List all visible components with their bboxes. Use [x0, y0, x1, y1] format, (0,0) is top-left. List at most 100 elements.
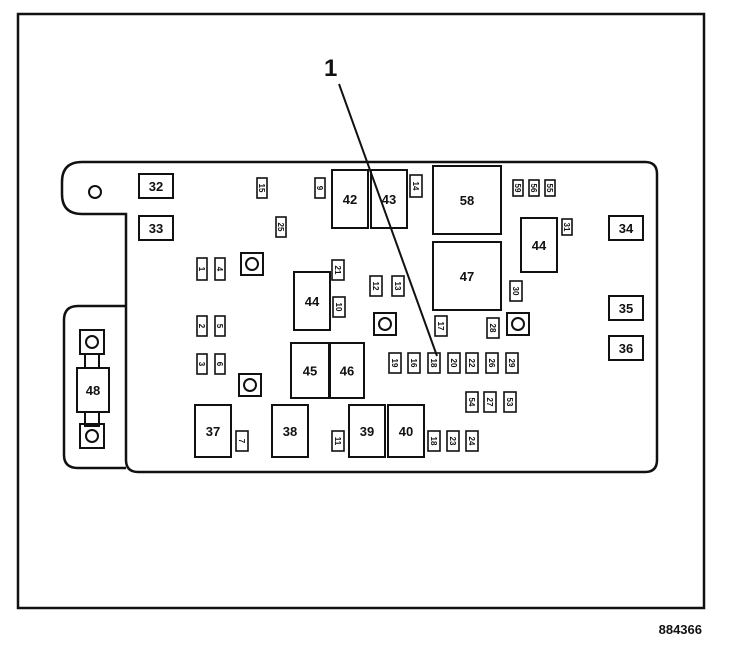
component-box	[432, 241, 502, 311]
fuse-23: 23	[446, 430, 460, 452]
fuse-box	[483, 391, 497, 413]
fuse-label: 59	[513, 184, 522, 193]
fuse-19: 19	[388, 352, 402, 374]
fuse-14: 14	[409, 174, 423, 198]
fuse-31: 31	[561, 218, 573, 236]
component-box	[387, 404, 425, 458]
component-35: 35	[608, 295, 644, 321]
component-42: 42	[331, 169, 369, 229]
component-box	[271, 404, 309, 458]
component-box	[608, 215, 644, 241]
fuse-label: 19	[390, 359, 399, 368]
stud	[506, 312, 530, 336]
component-label: 44	[305, 294, 320, 309]
callout-leader	[338, 83, 438, 357]
fuse-box	[446, 430, 460, 452]
fuse-box	[235, 430, 249, 452]
fuse-box	[407, 352, 421, 374]
fuse-label: 22	[467, 359, 476, 368]
fuse-label: 26	[487, 359, 496, 368]
fuse-box	[512, 179, 524, 197]
fuse-5: 5	[214, 315, 226, 337]
fuse-label: 10	[334, 303, 343, 312]
component-box	[76, 367, 110, 413]
component-label: 38	[283, 424, 297, 439]
stud	[240, 252, 264, 276]
fuse-box	[196, 315, 208, 337]
terminal-hole	[85, 335, 99, 349]
fuse-label: 31	[562, 223, 571, 232]
fuse-box	[465, 391, 479, 413]
fuse-label: 24	[467, 437, 476, 446]
fuse-label: 18	[429, 359, 438, 368]
fuse-block-outline	[60, 160, 659, 474]
component-label: 42	[343, 192, 357, 207]
component-box	[608, 295, 644, 321]
fuse-label: 28	[488, 324, 497, 333]
component-box	[348, 404, 386, 458]
component-box	[331, 169, 369, 229]
component-58: 58	[432, 165, 502, 235]
component-34: 34	[608, 215, 644, 241]
fuse-box	[544, 179, 556, 197]
fuse-label: 55	[545, 184, 554, 193]
fuse-box	[331, 430, 345, 452]
fuse-box	[388, 352, 402, 374]
stud-hole	[243, 378, 257, 392]
fuse-label: 16	[409, 359, 418, 368]
fuse-box	[505, 352, 519, 374]
stud-hole	[511, 317, 525, 331]
fuse-box	[503, 391, 517, 413]
terminal-hole	[85, 429, 99, 443]
fuse-box	[447, 352, 461, 374]
fuse-59: 59	[512, 179, 524, 197]
fuse-29: 29	[505, 352, 519, 374]
component-box	[608, 335, 644, 361]
fuse-box	[214, 257, 226, 281]
terminal	[79, 329, 105, 355]
fuse-label: 25	[276, 223, 285, 232]
component-label: 37	[206, 424, 220, 439]
component-label: 45	[303, 364, 317, 379]
component-label: 34	[619, 221, 634, 236]
component-44: 44	[293, 271, 331, 331]
component-40: 40	[387, 404, 425, 458]
fuse-box	[465, 352, 479, 374]
fuse-label: 21	[333, 266, 342, 275]
fuse-53: 53	[503, 391, 517, 413]
fuse-label: 9	[315, 186, 324, 191]
component-label: 48	[86, 383, 100, 398]
fuse-label: 6	[215, 362, 224, 367]
fuse-label: 13	[393, 282, 402, 291]
fuse-11: 11	[331, 430, 345, 452]
fuse-label: 14	[411, 182, 420, 191]
figure-frame	[16, 12, 706, 610]
fuse-label: 1	[197, 267, 206, 272]
component-label: 43	[382, 192, 396, 207]
fuse-box	[331, 259, 345, 281]
fuse-54: 54	[465, 391, 479, 413]
fuse-label: 29	[507, 359, 516, 368]
fuse-label: 4	[215, 267, 224, 272]
fuse-label: 7	[237, 439, 246, 444]
component-label: 44	[532, 238, 547, 253]
fuse-box	[509, 280, 523, 302]
component-label: 39	[360, 424, 374, 439]
stud	[373, 312, 397, 336]
component-39: 39	[348, 404, 386, 458]
fuse-16: 16	[407, 352, 421, 374]
fuse-box	[196, 353, 208, 375]
fuse-12: 12	[369, 275, 383, 297]
component-box	[520, 217, 558, 273]
fuse-box	[434, 315, 448, 337]
component-45: 45	[290, 342, 330, 399]
fuse-label: 53	[505, 398, 514, 407]
fuse-7: 7	[235, 430, 249, 452]
fuse-10: 10	[332, 296, 346, 318]
component-label: 32	[149, 179, 163, 194]
component-44: 44	[520, 217, 558, 273]
fuse-box	[427, 352, 441, 374]
fuse-55: 55	[544, 179, 556, 197]
fuse-box	[485, 352, 499, 374]
